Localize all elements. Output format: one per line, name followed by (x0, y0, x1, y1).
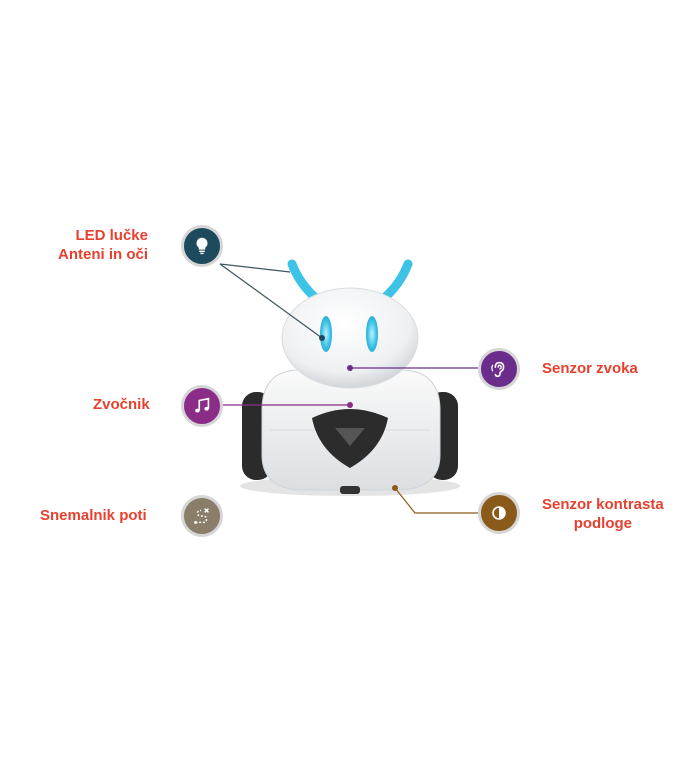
label-speaker: Zvočnik (93, 395, 150, 414)
label-speaker-text: Zvočnik (93, 396, 150, 413)
label-contrast-line2: podloge (573, 515, 633, 532)
music-note-icon (195, 397, 210, 413)
led-badge (181, 225, 223, 267)
path-route-icon (194, 508, 209, 524)
right-eye (366, 316, 378, 352)
led-connector-dot (319, 335, 325, 341)
ear-icon (491, 361, 505, 378)
label-led-line1: LED lučke (75, 227, 148, 244)
contrast-connector-dot (392, 485, 398, 491)
lightbulb-icon (196, 237, 208, 255)
robot-head (281, 287, 419, 389)
left-eye (320, 316, 332, 352)
led-connector (219, 263, 323, 339)
half-circle-contrast-icon (492, 506, 506, 520)
label-path-recorder: Snemalnik poti (40, 506, 147, 525)
path-recorder-badge (181, 495, 223, 537)
bottom-sensor (340, 486, 360, 494)
label-contrast: Senzor kontrasta podloge (542, 495, 664, 533)
right-antenna (377, 259, 413, 305)
label-contrast-line1: Senzor kontrasta (542, 496, 664, 513)
label-led-line2: Anteni in oči (58, 246, 148, 263)
contrast-badge (478, 492, 520, 534)
sound-connector-dot (347, 365, 353, 371)
sound-sensor-badge (478, 348, 520, 390)
speaker-badge (181, 385, 223, 427)
contrast-connector (394, 487, 478, 514)
label-sound-sensor-text: Senzor zvoka (542, 360, 638, 377)
label-sound-sensor: Senzor zvoka (542, 359, 638, 378)
label-led: LED lučke Anteni in oči (58, 226, 148, 264)
label-path-recorder-text: Snemalnik poti (40, 507, 147, 524)
speaker-connector-dot (347, 402, 353, 408)
left-antenna (287, 259, 323, 305)
speaker-logo (335, 428, 365, 446)
